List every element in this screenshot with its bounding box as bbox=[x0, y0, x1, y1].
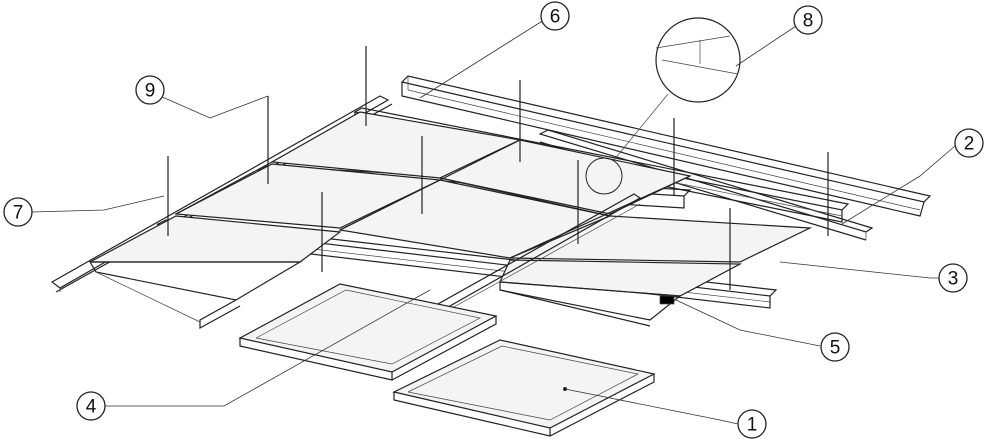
ceiling-tile bbox=[392, 339, 656, 437]
wall-profile-back bbox=[400, 75, 932, 217]
callout-4-label: 4 bbox=[86, 397, 97, 418]
callout-4: 4 bbox=[76, 391, 106, 421]
leader-lines bbox=[31, 19, 956, 425]
callout-3-label: 3 bbox=[948, 269, 959, 290]
callout-9: 9 bbox=[135, 75, 165, 105]
callout-8-label: 8 bbox=[803, 11, 814, 32]
callout-2-label: 2 bbox=[964, 134, 975, 155]
callout-8: 8 bbox=[793, 5, 823, 35]
callout-6-label: 6 bbox=[550, 7, 561, 28]
callout-5-label: 5 bbox=[830, 338, 841, 359]
callout-2: 2 bbox=[954, 128, 984, 158]
callout-9-label: 9 bbox=[145, 81, 156, 102]
callout-5: 5 bbox=[820, 332, 850, 362]
panel-grid bbox=[89, 111, 813, 297]
callout-7: 7 bbox=[3, 197, 33, 227]
detail-magnifier bbox=[585, 17, 741, 195]
panel-middle-dropped bbox=[238, 283, 498, 381]
callout-3: 3 bbox=[938, 263, 968, 293]
callout-1-label: 1 bbox=[747, 415, 758, 436]
ceiling-structure bbox=[50, 17, 932, 437]
callout-6: 6 bbox=[540, 1, 570, 31]
callout-1: 1 bbox=[737, 409, 767, 439]
panel-front-right bbox=[499, 281, 682, 327]
panel-front-left bbox=[88, 261, 303, 330]
callout-7-label: 7 bbox=[13, 203, 24, 224]
hanger-rods bbox=[167, 46, 829, 290]
